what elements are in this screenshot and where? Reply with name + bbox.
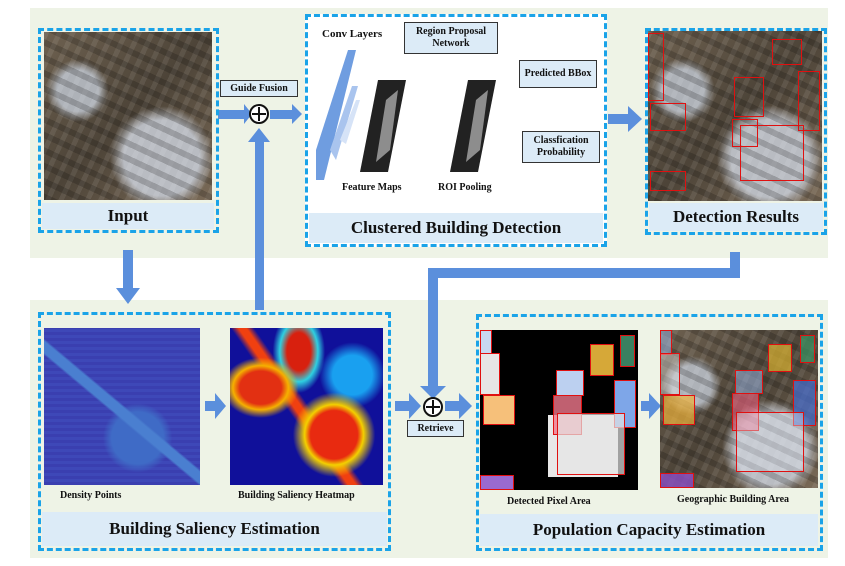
input-panel — [38, 28, 219, 233]
pixel-area-label: Detected Pixel Area — [507, 496, 591, 507]
saliency-heatmap-image — [230, 328, 383, 485]
detection-results-label: Detection Results — [649, 203, 823, 231]
fusion-plus-icon — [249, 104, 269, 124]
saliency-panel — [38, 312, 391, 551]
saliency-title: Building Saliency Estimation — [42, 512, 387, 546]
arrow-input-saliency — [123, 250, 133, 290]
input-satellite-image — [44, 32, 212, 200]
arrow-detection-results — [608, 114, 630, 124]
rpn-box: Region Proposal Network — [404, 22, 498, 54]
predicted-bbox-box: Predicted BBox — [519, 60, 597, 88]
geo-area-label: Geographic Building Area — [677, 494, 790, 505]
density-points-image — [44, 328, 200, 485]
density-points-label: Density Points — [60, 490, 122, 501]
feature-maps-graphic — [360, 80, 496, 172]
heatmap-label: Building Saliency Heatmap — [238, 490, 355, 501]
conv-layers-graphic — [316, 50, 360, 180]
geographic-building-area-image — [660, 330, 818, 488]
population-title: Population Capacity Estimation — [480, 514, 818, 546]
detected-pixel-area-image — [480, 330, 638, 490]
arrow-saliency-fusion — [255, 140, 264, 310]
detection-title: Clustered Building Detection — [309, 213, 603, 243]
feature-maps-label: Feature Maps — [342, 182, 402, 193]
arrow-input-fusion — [218, 110, 248, 119]
retrieve-plus-icon — [423, 397, 443, 417]
input-label: Input — [42, 203, 214, 229]
guide-fusion-label: Guide Fusion — [220, 80, 298, 97]
population-panel — [476, 314, 823, 551]
arrow-retrieve-path — [730, 252, 740, 278]
roi-pooling-label: ROI Pooling — [438, 182, 492, 193]
conv-layers-label: Conv Layers — [322, 28, 383, 40]
detection-results-image — [648, 31, 822, 201]
classification-box: Classfication Probability — [522, 131, 600, 163]
retrieve-label: Retrieve — [407, 420, 464, 437]
detection-results-panel — [645, 28, 827, 235]
arrow-fusion-detection — [270, 110, 294, 119]
